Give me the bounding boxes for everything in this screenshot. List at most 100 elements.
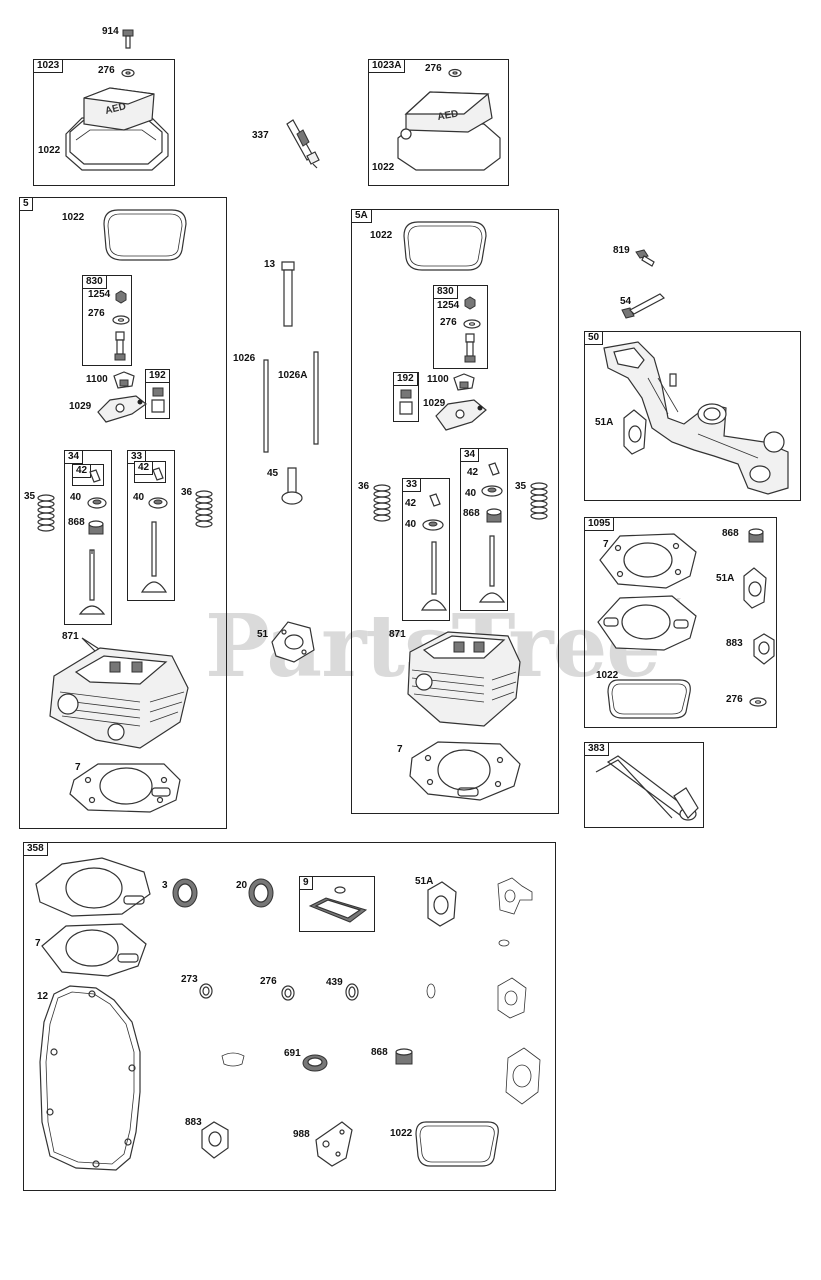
label-42-b: 42 [467, 467, 479, 478]
valve-34-b-icon[interactable] [476, 534, 508, 608]
gasket-1022-icon[interactable] [100, 206, 190, 264]
gasket-358-b-icon [497, 877, 533, 915]
spark-plug-337-icon[interactable] [283, 118, 323, 170]
spring-35-icon[interactable] [36, 494, 56, 532]
spring-35-b-icon[interactable] [529, 482, 549, 522]
seal-868-b-icon[interactable] [484, 508, 504, 526]
label-35-b: 35 [515, 481, 527, 492]
valve-cover-1023-icon[interactable]: AED [62, 80, 172, 172]
keeper-42-b-icon[interactable] [151, 467, 165, 482]
crankcase-gasket-12-icon[interactable] [36, 982, 144, 1174]
label-1029-b: 1029 [423, 398, 446, 409]
label-276-e: 276 [726, 694, 743, 705]
label-276-d: 276 [440, 317, 457, 328]
washer-276-b-icon[interactable] [447, 68, 463, 78]
gasket-988-icon[interactable] [312, 1120, 354, 1168]
push-rod-1026-icon[interactable] [262, 358, 270, 454]
kit-box-50: 50 [584, 331, 801, 501]
valve-cover-1023A-icon[interactable]: AED [392, 84, 504, 174]
gasket-1022-c-icon[interactable] [604, 676, 696, 722]
cover-logo-text: AED [104, 101, 127, 117]
valve-33-b-icon[interactable] [418, 540, 450, 616]
nut-192-b-icon[interactable] [398, 388, 414, 418]
seal-868-d-icon[interactable] [392, 1046, 416, 1070]
washer-276-f-icon[interactable] [280, 984, 296, 1002]
head-gasket-7-e-icon[interactable] [38, 920, 150, 978]
retainer-40-icon[interactable] [86, 496, 108, 510]
intake-manifold-50-icon[interactable] [598, 338, 796, 498]
rocker-arm-1029-b-icon[interactable] [434, 396, 488, 436]
bolt-54-icon[interactable] [620, 292, 668, 322]
bolt-914-icon[interactable] [118, 28, 138, 50]
head-gasket-7-c-icon[interactable] [596, 530, 700, 590]
guide-1100-icon[interactable] [112, 370, 136, 390]
spark-plug-wrench-383-icon[interactable] [594, 752, 700, 822]
nut-1254-icon[interactable] [114, 290, 128, 306]
label-819: 819 [613, 245, 630, 256]
spring-36-icon[interactable] [194, 490, 214, 528]
gasket-1022-b-icon[interactable] [400, 218, 490, 274]
label-51A-b: 51A [716, 573, 735, 584]
valve-33-icon[interactable] [138, 520, 170, 598]
washer-358-b-icon [426, 983, 436, 999]
cylinder-head-871-b-icon[interactable] [404, 622, 524, 734]
box-tag-1095: 1095 [584, 517, 615, 531]
oil-seal-3-icon[interactable] [170, 876, 200, 910]
washer-273-icon[interactable] [198, 982, 214, 1000]
label-1100: 1100 [86, 374, 108, 385]
gasket-51-icon[interactable] [268, 618, 318, 666]
head-gasket-7-d-icon[interactable] [594, 592, 700, 654]
bolt-819-icon[interactable] [634, 248, 656, 268]
gasket-883-b-icon[interactable] [198, 1120, 232, 1160]
retainer-40-b-icon[interactable] [147, 496, 169, 510]
tappet-45-icon[interactable] [280, 466, 304, 508]
keeper-42-c-icon[interactable] [428, 493, 442, 508]
label-40-c: 40 [405, 519, 417, 530]
keeper-42-icon[interactable] [88, 469, 102, 484]
kit-box-42-b: 42 [134, 461, 166, 483]
bolt-13-icon[interactable] [278, 260, 298, 330]
valve-34-icon[interactable] [76, 548, 108, 622]
oil-seal-691-icon[interactable] [300, 1052, 330, 1074]
kit-box-358: 358 [23, 842, 556, 1191]
gasket-51A-icon[interactable] [620, 408, 650, 456]
oil-seal-20-icon[interactable] [246, 876, 276, 910]
kit-box-192-b: 192 [393, 372, 419, 422]
gasket-358-c-icon [497, 977, 527, 1019]
guide-1100-b-icon[interactable] [452, 372, 476, 392]
washer-439-icon[interactable] [344, 982, 360, 1002]
stud-830-icon[interactable] [112, 330, 128, 364]
gasket-51A-c-icon[interactable] [422, 880, 462, 930]
label-51: 51 [257, 629, 269, 640]
washer-276-c-icon[interactable] [111, 314, 131, 326]
cylinder-head-871-icon[interactable] [40, 632, 190, 752]
retainer-40-d-icon[interactable] [480, 484, 504, 498]
breather-9-icon[interactable] [306, 884, 370, 928]
retainer-40-c-icon[interactable] [421, 518, 445, 532]
plug-358-icon [221, 1052, 245, 1067]
keeper-42-d-icon[interactable] [487, 462, 501, 477]
label-871: 871 [62, 631, 79, 642]
push-rod-1026A-icon[interactable] [312, 350, 320, 446]
washer-276-icon[interactable] [120, 68, 136, 78]
spring-36-b-icon[interactable] [372, 484, 392, 522]
stud-830-b-icon[interactable] [462, 332, 478, 366]
washer-276-e-icon[interactable] [748, 696, 768, 708]
seal-868-icon[interactable] [86, 520, 106, 538]
label-7-b: 7 [397, 744, 403, 755]
box-tag-358: 358 [23, 842, 48, 856]
head-gasket-7-icon[interactable] [68, 758, 186, 816]
gasket-883-icon[interactable] [750, 632, 778, 666]
kit-box-830: 830 [82, 275, 132, 366]
seal-868-c-icon[interactable] [746, 526, 766, 546]
rocker-arm-1029-icon[interactable] [96, 392, 148, 426]
washer-276-d-icon[interactable] [462, 318, 482, 330]
nut-1254-b-icon[interactable] [463, 296, 477, 312]
label-914: 914 [102, 26, 119, 37]
head-gasket-7-b-icon[interactable] [408, 738, 524, 804]
label-1022-c: 1022 [62, 212, 85, 223]
head-gasket-358-a-icon[interactable] [32, 856, 154, 920]
gasket-1022-d-icon[interactable] [412, 1118, 504, 1170]
nut-192-icon[interactable] [150, 386, 166, 416]
gasket-51A-b-icon[interactable] [740, 566, 770, 610]
